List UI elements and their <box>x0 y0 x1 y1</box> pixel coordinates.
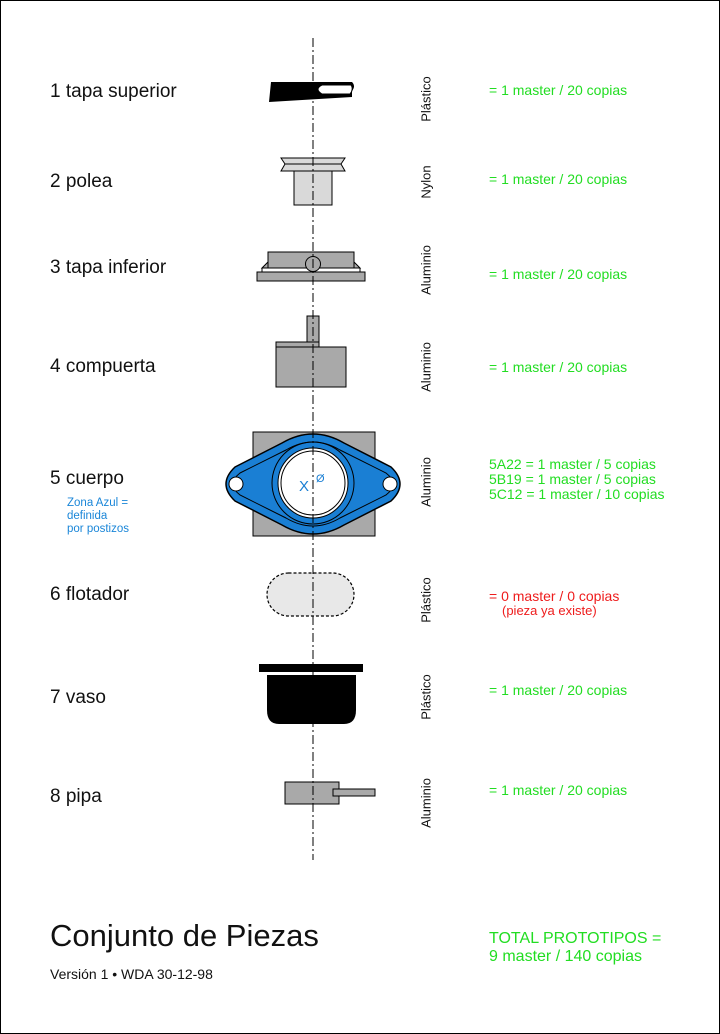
material-label: Aluminio <box>418 778 434 828</box>
part-drawing-float <box>266 572 355 617</box>
quantity-7: = 1 master / 20 copias <box>489 682 628 698</box>
quantity-6: = 0 master / 0 copias <box>489 588 620 604</box>
part-drawing-cup <box>259 664 363 724</box>
quantity-5-list: 5A22 = 1 master / 5 copias 5B19 = 1 mast… <box>489 457 665 502</box>
quantity-5-line: 5C12 = 1 master / 10 copias <box>489 486 665 502</box>
material-label: Aluminio <box>418 457 434 507</box>
note-line: Zona Azul = <box>67 497 129 509</box>
quantity-8: = 1 master / 20 copias <box>489 782 628 798</box>
quantity-6-note: (pieza ya existe) <box>502 603 597 618</box>
material-label: Plástico <box>418 674 434 720</box>
material-label: Plástico <box>418 76 434 122</box>
material-label: Plástico <box>418 577 434 623</box>
quantity-5-line: 5B19 = 1 master / 5 copias <box>489 471 656 487</box>
body-x-label: X <box>299 478 309 495</box>
note-line: por postizos <box>67 523 130 535</box>
quantity-3: = 1 master / 20 copias <box>489 266 628 282</box>
part-drawing-gate <box>275 315 347 388</box>
part-name-7: 7 vaso <box>50 687 106 708</box>
part-name-3: 3 tapa inferior <box>50 257 167 278</box>
part-name-2: 2 polea <box>50 171 113 192</box>
quantity-1: = 1 master / 20 copias <box>489 82 628 98</box>
material-label: Aluminio <box>418 245 434 295</box>
quantity-2: = 1 master / 20 copias <box>489 171 628 187</box>
quantity-5-line: 5A22 = 1 master / 5 copias <box>489 456 656 472</box>
total-line: 9 master / 140 copias <box>489 948 642 965</box>
part-drawing-bottom-cap <box>256 251 366 282</box>
diameter-symbol: Ø <box>316 473 325 485</box>
part-drawing-pipe <box>284 781 376 805</box>
page-title: Conjunto de Piezas <box>50 918 319 953</box>
quantity-4: = 1 master / 20 copias <box>489 359 628 375</box>
part-name-8: 8 pipa <box>50 786 102 807</box>
note-line: definida <box>67 510 108 522</box>
part-name-1: 1 tapa superior <box>50 81 177 102</box>
part-name-5: 5 cuerpo <box>50 468 124 489</box>
material-label: Aluminio <box>418 342 434 392</box>
blue-zone-note: Zona Azul = definida por postizos <box>67 497 129 536</box>
part-name-4: 4 compuerta <box>50 356 156 377</box>
material-label: Nylon <box>418 165 434 199</box>
version-info: Versión 1 • WDA 30-12-98 <box>50 966 213 982</box>
total-line: TOTAL PROTOTIPOS = <box>489 930 662 947</box>
part-drawing-top-cap <box>269 82 354 102</box>
total-prototypes: TOTAL PROTOTIPOS = 9 master / 140 copias <box>489 930 661 966</box>
part-name-6: 6 flotador <box>50 584 130 605</box>
